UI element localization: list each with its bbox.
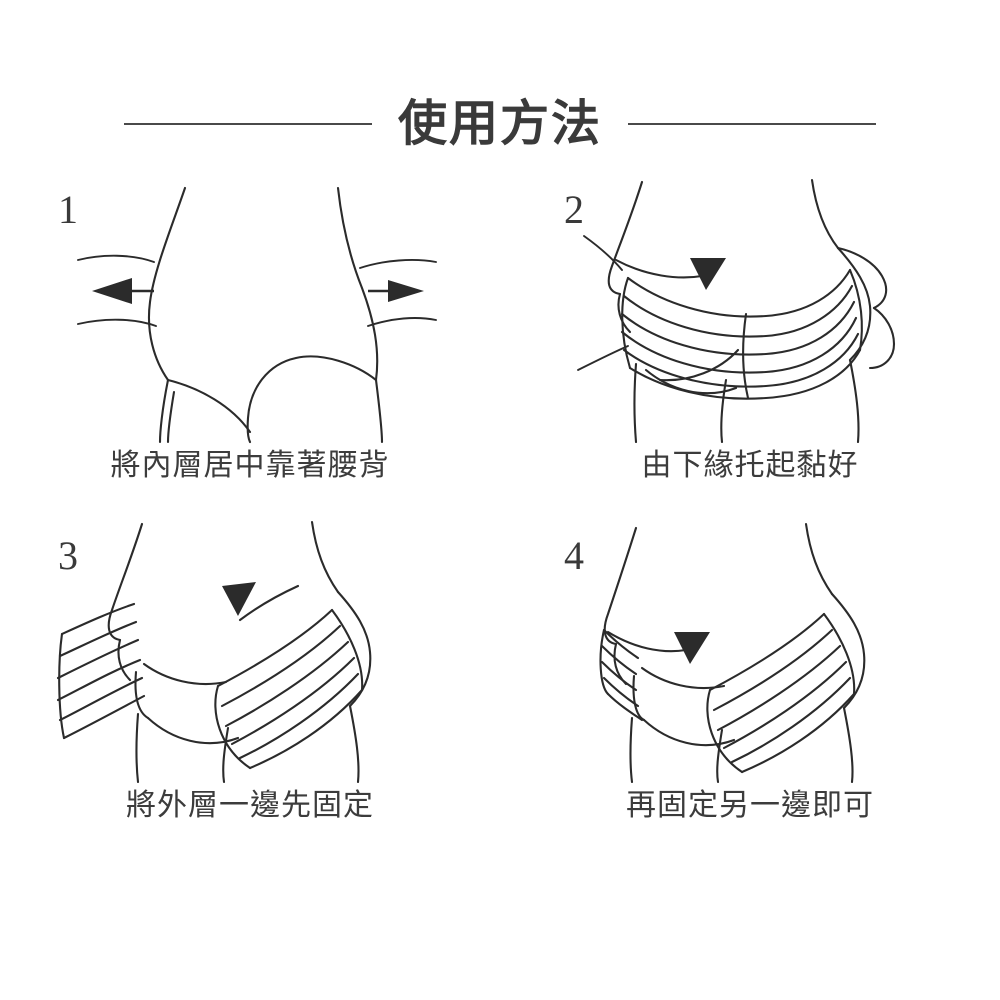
hip-outer-band-both-sides-svg [599, 522, 866, 784]
page-title-row: 使用方法 [0, 92, 1000, 156]
step-2-illustration: 2 [550, 174, 950, 444]
hip-outer-band-one-side-svg [56, 520, 372, 784]
step-1: 1 [0, 174, 500, 514]
step-3-caption: 將外層一邊先固定 [126, 789, 374, 822]
title-rule-right [628, 123, 876, 125]
outer-band-group [214, 608, 364, 770]
step-1-illustration: 1 [50, 174, 450, 444]
steps-grid: 1 [0, 174, 1000, 854]
step-1-number: 1 [58, 187, 78, 232]
page-title: 使用方法 [397, 96, 602, 151]
step-4: 4 [500, 514, 1000, 854]
step-2-caption: 由下緣托起黏好 [641, 449, 859, 482]
title-rule-left [123, 123, 372, 125]
outer-band-left-group [599, 628, 644, 722]
loose-strap-tail-group [56, 602, 146, 740]
step-3: 3 [0, 514, 500, 854]
back-view-torso-svg [77, 186, 437, 444]
step-2-number: 2 [564, 187, 584, 232]
step-4-caption: 再固定另一邊即可 [626, 789, 874, 822]
hip-inner-band-svg [577, 178, 896, 444]
step-3-illustration: 3 [50, 514, 450, 784]
outer-band-right-group [706, 612, 856, 774]
step-2: 2 [500, 174, 1000, 514]
step-4-number: 4 [564, 533, 584, 578]
inner-band-group [620, 268, 863, 400]
step-4-illustration: 4 [550, 514, 950, 784]
step-3-number: 3 [58, 533, 78, 578]
step-1-caption: 將內層居中靠著腰背 [110, 449, 390, 482]
